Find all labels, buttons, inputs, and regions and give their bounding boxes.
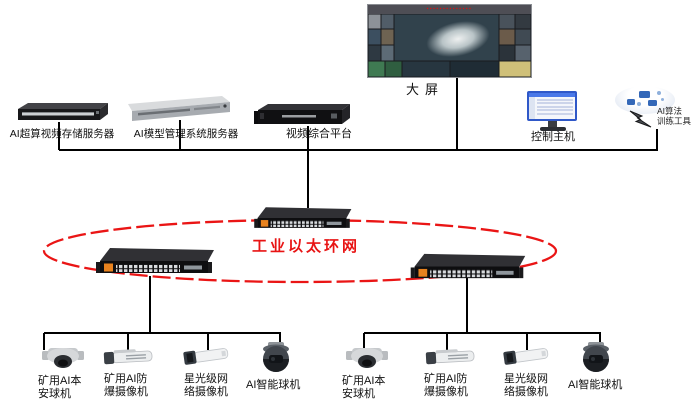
bullet-camera-icon — [183, 348, 229, 365]
monitor-screen — [527, 91, 577, 121]
control-host-label: 控制主机 — [531, 131, 575, 143]
starlight-camera-label: 星光级网 络摄像机 — [504, 373, 548, 398]
explosion-proof-camera-icon — [103, 349, 153, 365]
control-host-icon — [524, 91, 582, 133]
wall-cell — [450, 61, 499, 77]
wall-cell — [499, 29, 515, 45]
wall-cell — [515, 29, 531, 45]
wall-cell — [368, 14, 381, 29]
video-wall-title-bar: ▪▪▪▪▪▪▪▪▪▪▪▪▪▪ — [368, 5, 531, 14]
wall-cell — [499, 14, 515, 29]
video-platform-icon — [254, 104, 350, 124]
dome-camera-icon — [42, 348, 84, 368]
wall-cell — [381, 14, 394, 29]
explosion-proof-camera-icon — [425, 349, 475, 365]
video-platform-label: 视频综合平台 — [286, 128, 352, 140]
ai-smart-ball-camera-label: AI智能球机 — [568, 379, 623, 391]
ptz-ball-camera-icon — [263, 342, 289, 372]
lightning-bolt-icon — [629, 110, 652, 128]
wall-cell — [368, 45, 381, 61]
storage-server-label: AI超算视频存储服务器 — [9, 128, 115, 140]
model-server-label: AI模型管理系统服务器 — [133, 128, 239, 140]
ring-network-label: 工业以太环网 — [252, 238, 361, 255]
wall-cell — [368, 29, 381, 45]
switch-right-icon — [410, 253, 526, 279]
explosion-proof-camera-label: 矿用AI防 爆摄像机 — [104, 373, 148, 398]
ai-training-tool-label: AI算法 训练工具 — [657, 106, 692, 126]
wall-cell — [368, 61, 385, 77]
switch-top-icon — [254, 207, 352, 228]
wall-cell — [499, 61, 531, 77]
switch-left-icon — [96, 248, 214, 273]
video-wall-body — [368, 14, 531, 77]
wall-cell — [515, 45, 531, 61]
storage-server-icon — [18, 103, 108, 120]
video-wall: ▪▪▪▪▪▪▪▪▪▪▪▪▪▪ — [367, 4, 532, 78]
bullet-camera-icon — [503, 348, 549, 365]
wall-cell — [402, 61, 450, 77]
ai-smart-ball-camera-label: AI智能球机 — [246, 379, 301, 391]
ptz-ball-camera-icon — [583, 342, 609, 372]
starlight-camera-label: 星光级网 络摄像机 — [184, 373, 228, 398]
explosion-proof-camera-label: 矿用AI防 爆摄像机 — [424, 373, 468, 398]
wall-cell — [385, 61, 402, 77]
big-screen-label: 大屏 — [405, 82, 444, 97]
wall-cell — [381, 45, 394, 61]
ai-training-cloud-icon — [615, 86, 675, 114]
dome-camera-label: 矿用AI本 安球机 — [342, 375, 386, 400]
model-server-icon — [128, 96, 230, 121]
wall-cell — [515, 14, 531, 29]
dome-camera-label: 矿用AI本 安球机 — [38, 375, 82, 400]
dome-camera-icon — [346, 348, 388, 368]
wall-cell — [499, 45, 515, 61]
wall-cell — [381, 29, 394, 45]
